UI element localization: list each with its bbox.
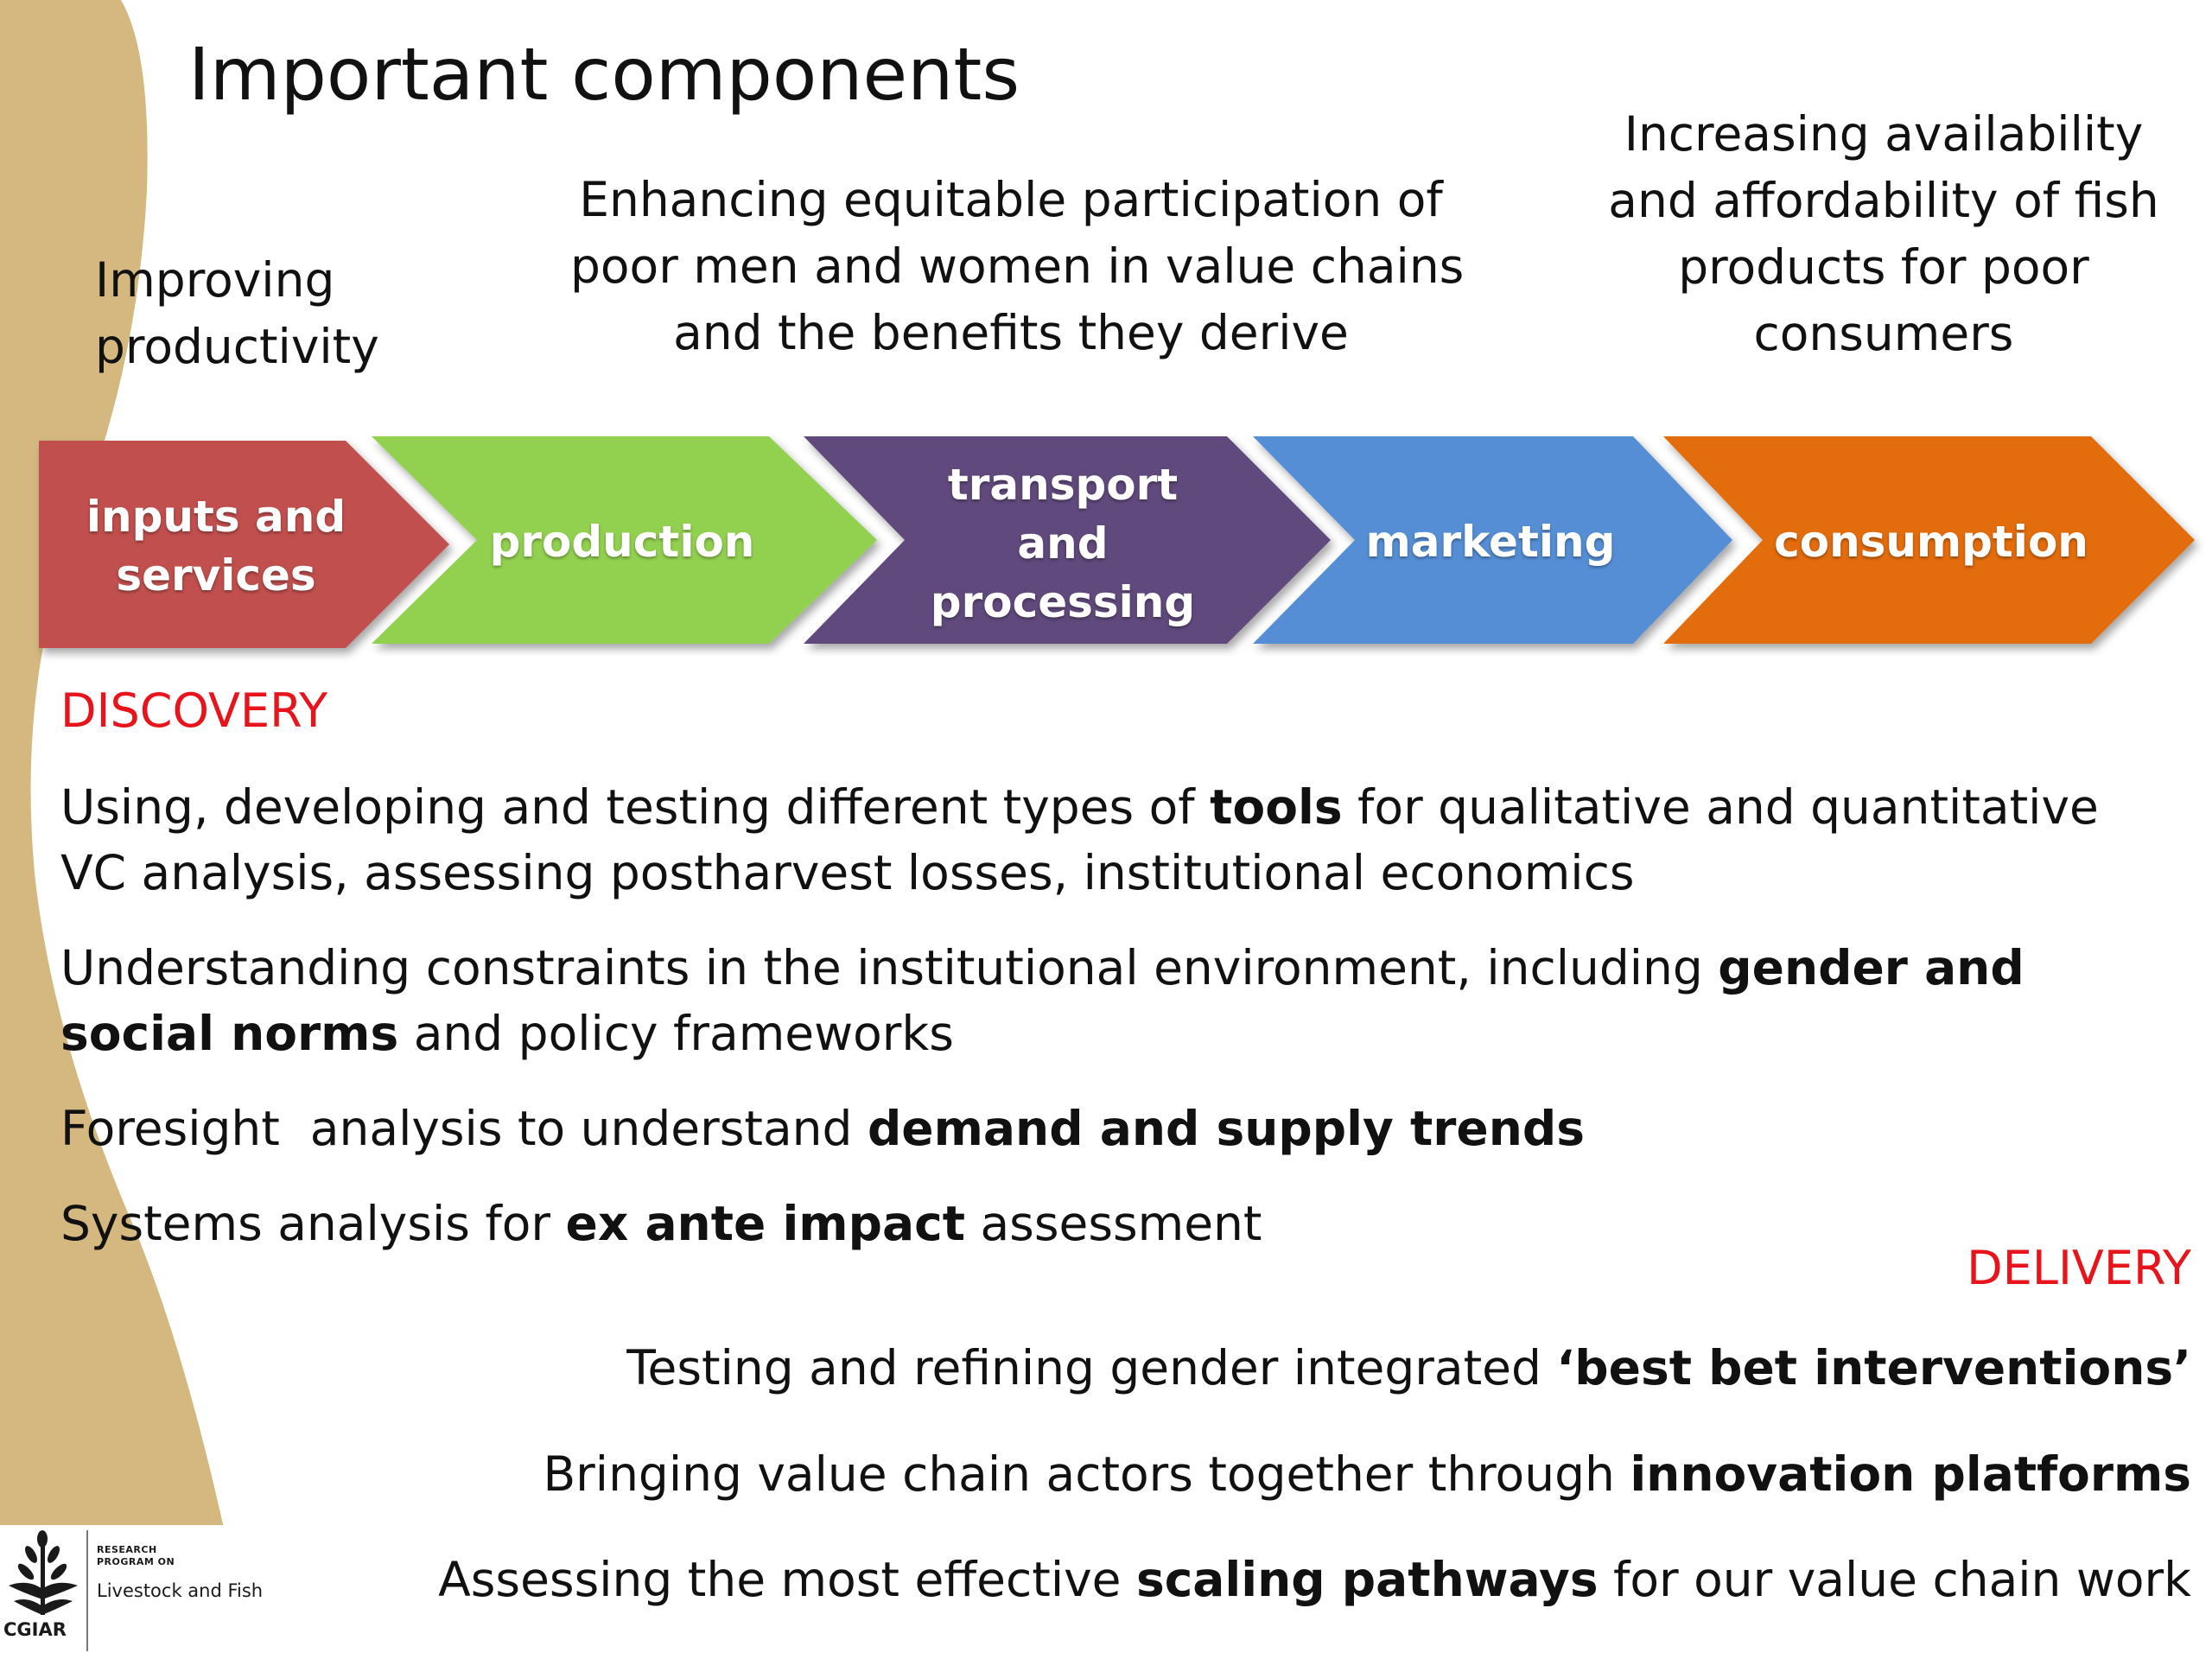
text-segment: Bringing value chain actors together thr…	[543, 1446, 1630, 1502]
stage-label-line: and	[1017, 518, 1109, 569]
goal-line: Increasing availability	[1624, 106, 2144, 162]
stage-label-line: production	[489, 517, 755, 567]
text-segment: and policy frameworks	[398, 1006, 954, 1061]
discovery-item-tools: Using, developing and testing different …	[60, 774, 2152, 906]
logo-line: PROGRAM ON	[97, 1556, 175, 1567]
stage-label-line: inputs and	[86, 492, 346, 542]
bold-segment: tools	[1210, 779, 1343, 835]
stage-label-line: processing	[930, 577, 1196, 627]
discovery-item-systems-analysis: Systems analysis for ex ante impact asse…	[60, 1191, 1262, 1256]
stage-label-transport-processing: transport and processing	[916, 455, 1210, 632]
logo-program-name: Livestock and Fish	[97, 1580, 264, 1601]
text-segment: for our value chain work	[1598, 1552, 2191, 1607]
bold-segment: ‘best bet interventions’	[1556, 1340, 2191, 1395]
bold-segment: ex ante impact	[565, 1196, 965, 1251]
goal-line: and the benefits they derive	[673, 305, 1349, 360]
stage-label-consumption: consumption	[1767, 512, 2095, 571]
cgiar-wheat-icon	[9, 1530, 78, 1615]
delivery-item-innovation-platforms: Bringing value chain actors together thr…	[543, 1441, 2191, 1507]
text-segment: Understanding constraints in the institu…	[60, 940, 1719, 995]
bold-segment: innovation platforms	[1630, 1446, 2191, 1502]
stage-label-production: production	[484, 512, 760, 571]
bold-segment: gender and social norms	[60, 940, 2024, 1061]
logo-divider	[86, 1530, 88, 1651]
slide-title: Important components	[188, 32, 1020, 117]
cgiar-logo: CGIAR RESEARCH PROGRAM ON Livestock and …	[0, 1525, 263, 1659]
text-segment: assessment	[965, 1196, 1262, 1251]
bold-segment: demand and supply trends	[867, 1101, 1585, 1156]
goal-line: and affordability of fish	[1608, 173, 2159, 228]
text-segment: for qualitative and quantitative VC anal…	[60, 779, 2099, 900]
text-segment: Using, developing and testing different …	[60, 779, 1211, 835]
discovery-item-gender-norms: Understanding constraints in the institu…	[60, 935, 2152, 1066]
delivery-item-scaling-pathways: Assessing the most effective scaling pat…	[438, 1547, 2191, 1612]
stage-label-line: transport	[947, 460, 1179, 510]
logo-org-name: CGIAR	[3, 1619, 67, 1640]
text-segment: Systems analysis for	[60, 1196, 566, 1251]
bold-segment: scaling pathways	[1135, 1552, 1599, 1607]
goal-equitable-participation: Enhancing equitable participation of poo…	[570, 167, 1465, 366]
stage-label-line: services	[116, 550, 316, 601]
stage-label-line: consumption	[1774, 517, 2088, 567]
goal-line: products for poor	[1678, 239, 2089, 295]
decorative-left-band	[0, 0, 251, 1659]
delivery-item-best-bet: Testing and refining gender integrated ‘…	[626, 1335, 2191, 1401]
text-segment: Foresight analysis to understand	[60, 1101, 868, 1156]
text-segment: Testing and refining gender integrated	[626, 1340, 1557, 1395]
stage-label-inputs-services: inputs and services	[69, 487, 363, 605]
goal-line: Enhancing equitable participation of	[579, 172, 1443, 227]
stage-label-marketing: marketing	[1361, 512, 1620, 571]
band-shape	[0, 0, 251, 1659]
goal-line: consumers	[1753, 306, 2014, 361]
goal-line: productivity	[95, 319, 379, 374]
goal-line: Improving	[95, 252, 335, 308]
delivery-heading: DELIVERY	[1967, 1241, 2191, 1295]
stage-label-line: marketing	[1365, 517, 1616, 567]
logo-line: RESEARCH	[97, 1544, 157, 1555]
discovery-item-foresight: Foresight analysis to understand demand …	[60, 1096, 1585, 1161]
goal-improving-productivity: Improving productivity	[95, 247, 379, 380]
text-segment: Assessing the most effective	[438, 1552, 1136, 1607]
discovery-heading: DISCOVERY	[60, 683, 328, 738]
goal-availability-affordability: Increasing availability and affordabilit…	[1590, 101, 2177, 367]
goal-line: poor men and women in value chains	[570, 238, 1465, 294]
